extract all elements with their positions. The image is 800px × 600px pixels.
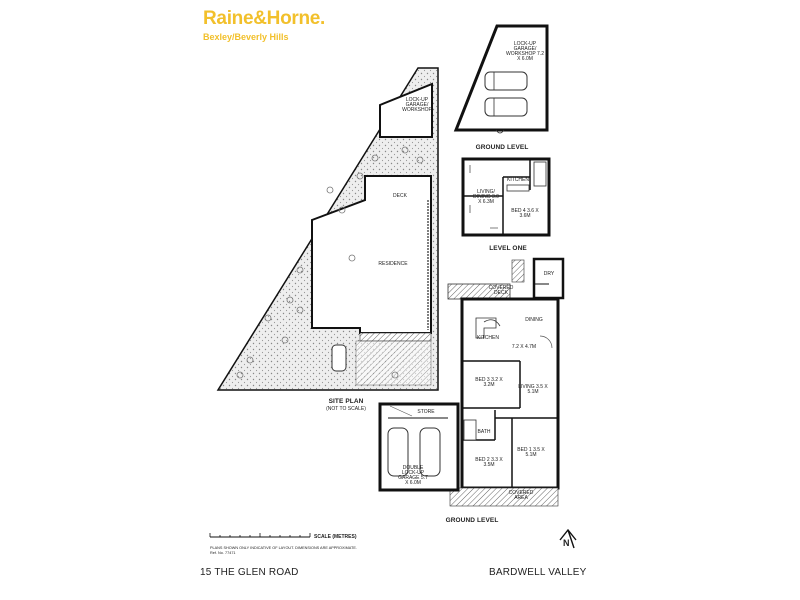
site-plan-label: SITE PLAN xyxy=(328,398,364,405)
site-plan xyxy=(216,67,439,391)
ground-level-top-label: GROUND LEVEL xyxy=(475,144,529,151)
north-arrow-icon xyxy=(559,528,577,549)
room-label-site-deck: DECK xyxy=(393,193,407,199)
room-label-bath: BATH xyxy=(477,429,491,435)
room-label-residence: RESIDENCE xyxy=(378,261,408,267)
footer-suburb: BARDWELL VALLEY xyxy=(489,567,587,578)
ground-level-bottom-label: GROUND LEVEL xyxy=(445,517,499,524)
room-label-kitchen-g: KITCHEN xyxy=(477,335,499,341)
disclaimer-line-2: Ref. No. 77471 xyxy=(210,550,236,555)
room-label-living-dining-l1: LIVING/ DINING 3.0 x 6.3m xyxy=(473,189,499,205)
compass-letter: N xyxy=(563,538,570,548)
level-one-plan xyxy=(461,157,551,237)
room-label-dining: DINING xyxy=(525,317,543,323)
ground-level-plan xyxy=(378,257,565,507)
room-label-kitchen-l1: KITCHEN xyxy=(507,177,529,183)
disclaimer: PLANS SHOWN ONLY INDICATIVE OF LAYOUT. D… xyxy=(210,546,400,555)
top-garage xyxy=(453,24,549,134)
room-label-bed2: BED 2 3.3 x 3.5m xyxy=(475,457,503,468)
room-label-living: LIVING 3.5 x 5.1m xyxy=(518,384,548,395)
brand-logo: Raine&Horne. xyxy=(203,8,326,29)
room-label-bed3: BED 3 3.2 x 3.2m xyxy=(475,377,503,388)
room-label-site-garage: LOCK-UP GARAGE/ WORKSHOP xyxy=(402,97,432,113)
room-label-covered-area: COVERED AREA xyxy=(508,490,534,501)
room-label-store: STORE xyxy=(417,409,435,415)
disclaimer-line-1: PLANS SHOWN ONLY INDICATIVE OF LAYOUT. D… xyxy=(210,546,357,550)
room-label-bed4: BED 4 3.6 x 3.6m xyxy=(511,208,539,219)
footer-address: 15 THE GLEN ROAD xyxy=(200,567,299,578)
room-label-covered-deck: COVERED DECK xyxy=(488,285,514,296)
room-label-double-garage: DOUBLE LOCK-UP GARAGE 5.7 x 6.0m xyxy=(398,465,428,486)
room-label-kitchen-g-dims: 7.2 x 4.7m xyxy=(511,344,537,350)
site-plan-note: (NOT TO SCALE) xyxy=(326,406,366,412)
room-label-garage-top: LOCK-UP GARAGE/ WORKSHOP 7.2 x 6.0m xyxy=(506,41,544,62)
scale-bar xyxy=(209,533,311,538)
room-label-dry: DRY xyxy=(543,271,555,277)
brand-office: Bexley/Beverly Hills xyxy=(203,32,289,42)
level-one-label: LEVEL ONE xyxy=(489,245,527,252)
scale-label: SCALE (METRES) xyxy=(314,534,357,540)
room-label-bed1: BED 1 3.5 x 5.1m xyxy=(517,447,545,458)
